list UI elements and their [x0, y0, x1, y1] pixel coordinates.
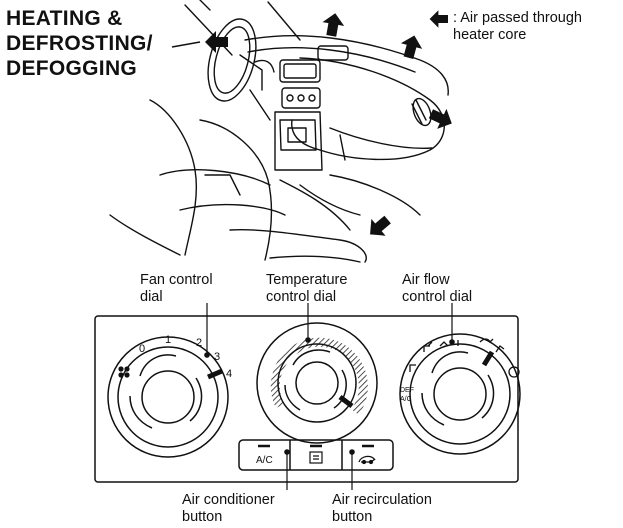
arrow-down-left-icon	[362, 211, 395, 243]
title-line-2: DEFROSTING/	[6, 32, 153, 55]
diagram-title: HEATING & DEFROSTING/ DEFOGGING	[6, 6, 153, 81]
callout-leaders	[204, 303, 455, 490]
title-line-3: DEFOGGING	[6, 57, 138, 80]
airflow-def-label: DEF	[400, 387, 414, 394]
temperature-control-label: Temperature control dial	[266, 272, 348, 305]
legend-line-2: heater core	[453, 27, 527, 43]
car-interior-illustration	[109, 0, 449, 263]
title-line-1: HEATING &	[6, 7, 123, 30]
air-conditioner-label: Air conditioner button	[182, 492, 275, 525]
arrow-up-icon	[320, 11, 347, 38]
fan-control-dial	[107, 336, 229, 458]
fan-tick-3: 3	[214, 351, 220, 363]
temperature-control-dial	[256, 322, 378, 444]
recirculation-icon[interactable]	[358, 455, 376, 465]
ac-button[interactable]: A/C	[256, 455, 273, 466]
fan-control-label: Fan control dial	[140, 272, 213, 305]
fan-tick-1: 1	[165, 334, 171, 346]
legend-line-1: : Air passed through	[453, 10, 582, 26]
fan-tick-0: 0	[139, 343, 145, 355]
fan-tick-4: 4	[226, 368, 232, 380]
arrow-left-icon	[429, 10, 448, 28]
air-flow-control-dial	[399, 333, 521, 455]
airflow-ac-label: A/C	[400, 396, 412, 403]
rear-defroster-icon[interactable]	[309, 451, 323, 464]
air-flow-control-label: Air flow control dial	[402, 272, 473, 305]
control-panel	[94, 315, 521, 483]
air-flow-mode-icons	[409, 338, 520, 378]
arrow-up-icon	[397, 32, 425, 61]
fan-icon	[118, 366, 130, 378]
arrow-left-icon	[205, 31, 228, 53]
fan-tick-2: 2	[196, 337, 202, 349]
legend: : Air passed through heater core	[453, 10, 582, 44]
arrow-right-icon	[426, 103, 457, 134]
air-recirculation-label: Air recirculation button	[332, 492, 432, 525]
